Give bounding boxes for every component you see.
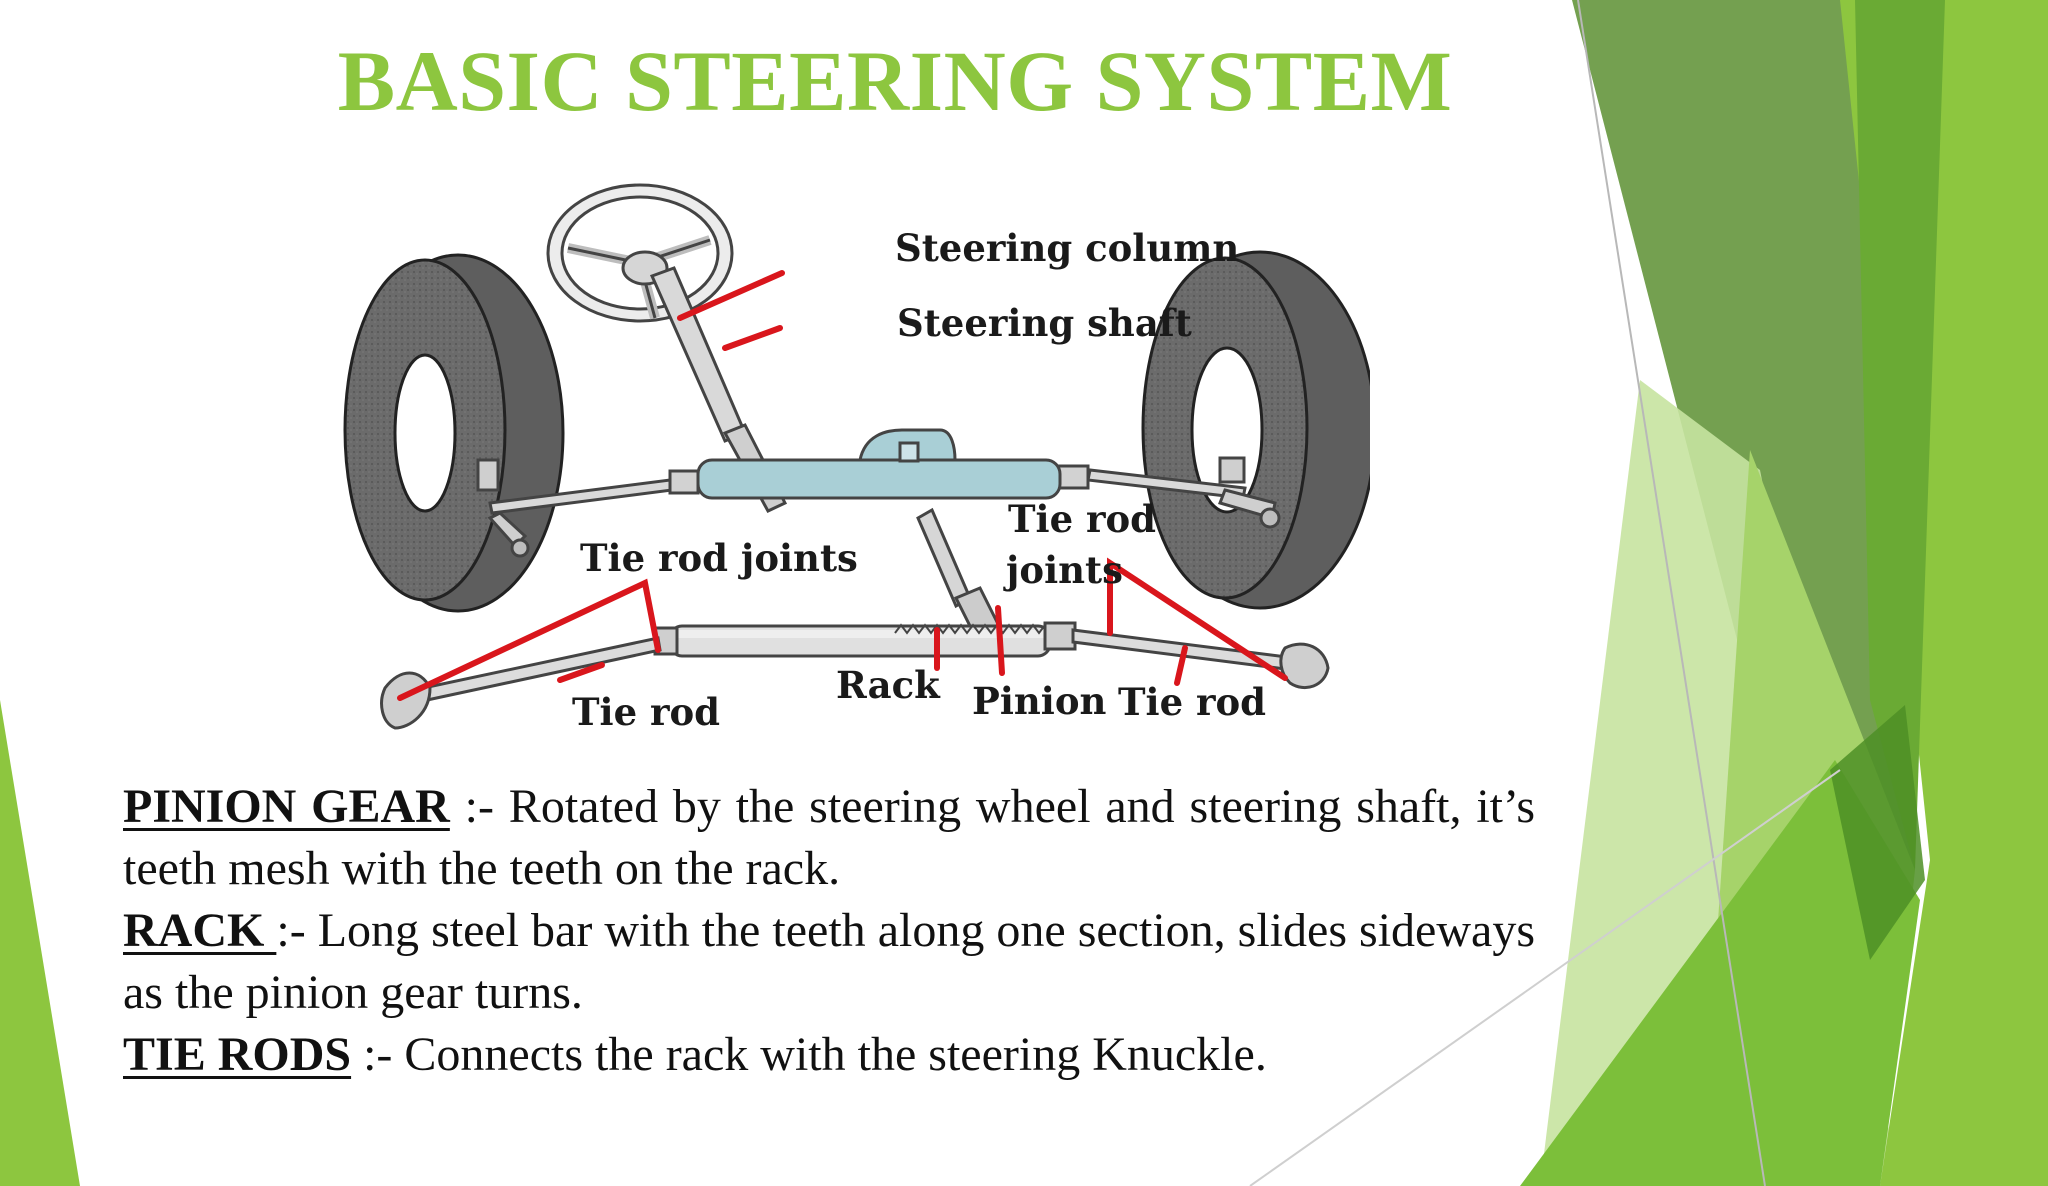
rack-housing (696, 428, 1062, 500)
label-tie-rod-joints-right-line1: Tie rod (1008, 497, 1156, 541)
thin-line-1 (1577, 0, 1766, 1186)
pointer-lines (397, 270, 1288, 701)
pointer-pinion (995, 605, 1005, 676)
pointer-tie-rod-joints-right (1107, 557, 1288, 681)
term-rack: RACK (123, 904, 277, 957)
pointer-tie-rod-joints-left (397, 578, 661, 701)
definition-rack: RACK :- Long steel bar with the teeth al… (123, 900, 1535, 1024)
label-tie-rod-joints-right-line2: joints (1003, 548, 1123, 592)
steering-diagram: Steering column Steering shaft Tie rod j… (343, 183, 1370, 734)
left-wheel (343, 253, 565, 613)
label-rack: Rack (836, 663, 941, 707)
label-steering-shaft: Steering shaft (897, 301, 1192, 345)
description-tie-rods: Connects the rack with the steering Knuc… (404, 1028, 1267, 1081)
pointer-steering-column (677, 270, 785, 321)
page-title: BASIC STEERING SYSTEM (337, 33, 1453, 129)
definition-tie-rods: TIE RODS :- Connects the rack with the s… (123, 1024, 1535, 1086)
term-pinion-gear: PINION GEAR (123, 780, 450, 833)
definition-pinion-gear: PINION GEAR :- Rotated by the steering w… (123, 776, 1535, 900)
pointer-steering-shaft (722, 325, 783, 351)
left-facet (0, 700, 80, 1186)
label-tie-rod-left: Tie rod (572, 690, 720, 734)
separator: :- (351, 1028, 405, 1081)
description-rack: Long steel bar with the teeth along one … (123, 904, 1536, 1019)
label-tie-rod-joints-left: Tie rod joints (580, 536, 858, 580)
definitions-text: PINION GEAR :- Rotated by the steering w… (123, 776, 1535, 1086)
right-facet-lower (1520, 760, 1920, 1186)
upper-tie-rods (476, 456, 1281, 558)
description-pinion-gear: Rotated by the steering wheel and steeri… (123, 780, 1536, 895)
label-steering-column: Steering column (895, 226, 1239, 270)
separator: :- (449, 780, 509, 833)
separator: :- (276, 904, 318, 957)
term-tie-rods: TIE RODS (123, 1028, 352, 1081)
pointer-tie-rod-left (557, 662, 605, 683)
label-tie-rod-right: Tie rod (1118, 680, 1266, 724)
right-facet-shadow (1830, 705, 1925, 960)
label-pinion: Pinion (972, 679, 1107, 723)
pointer-tie-rod-right (1174, 645, 1188, 686)
steering-wheel (546, 183, 734, 323)
right-facet-deep (1855, 0, 1945, 870)
thin-line-2 (1249, 769, 1841, 1186)
